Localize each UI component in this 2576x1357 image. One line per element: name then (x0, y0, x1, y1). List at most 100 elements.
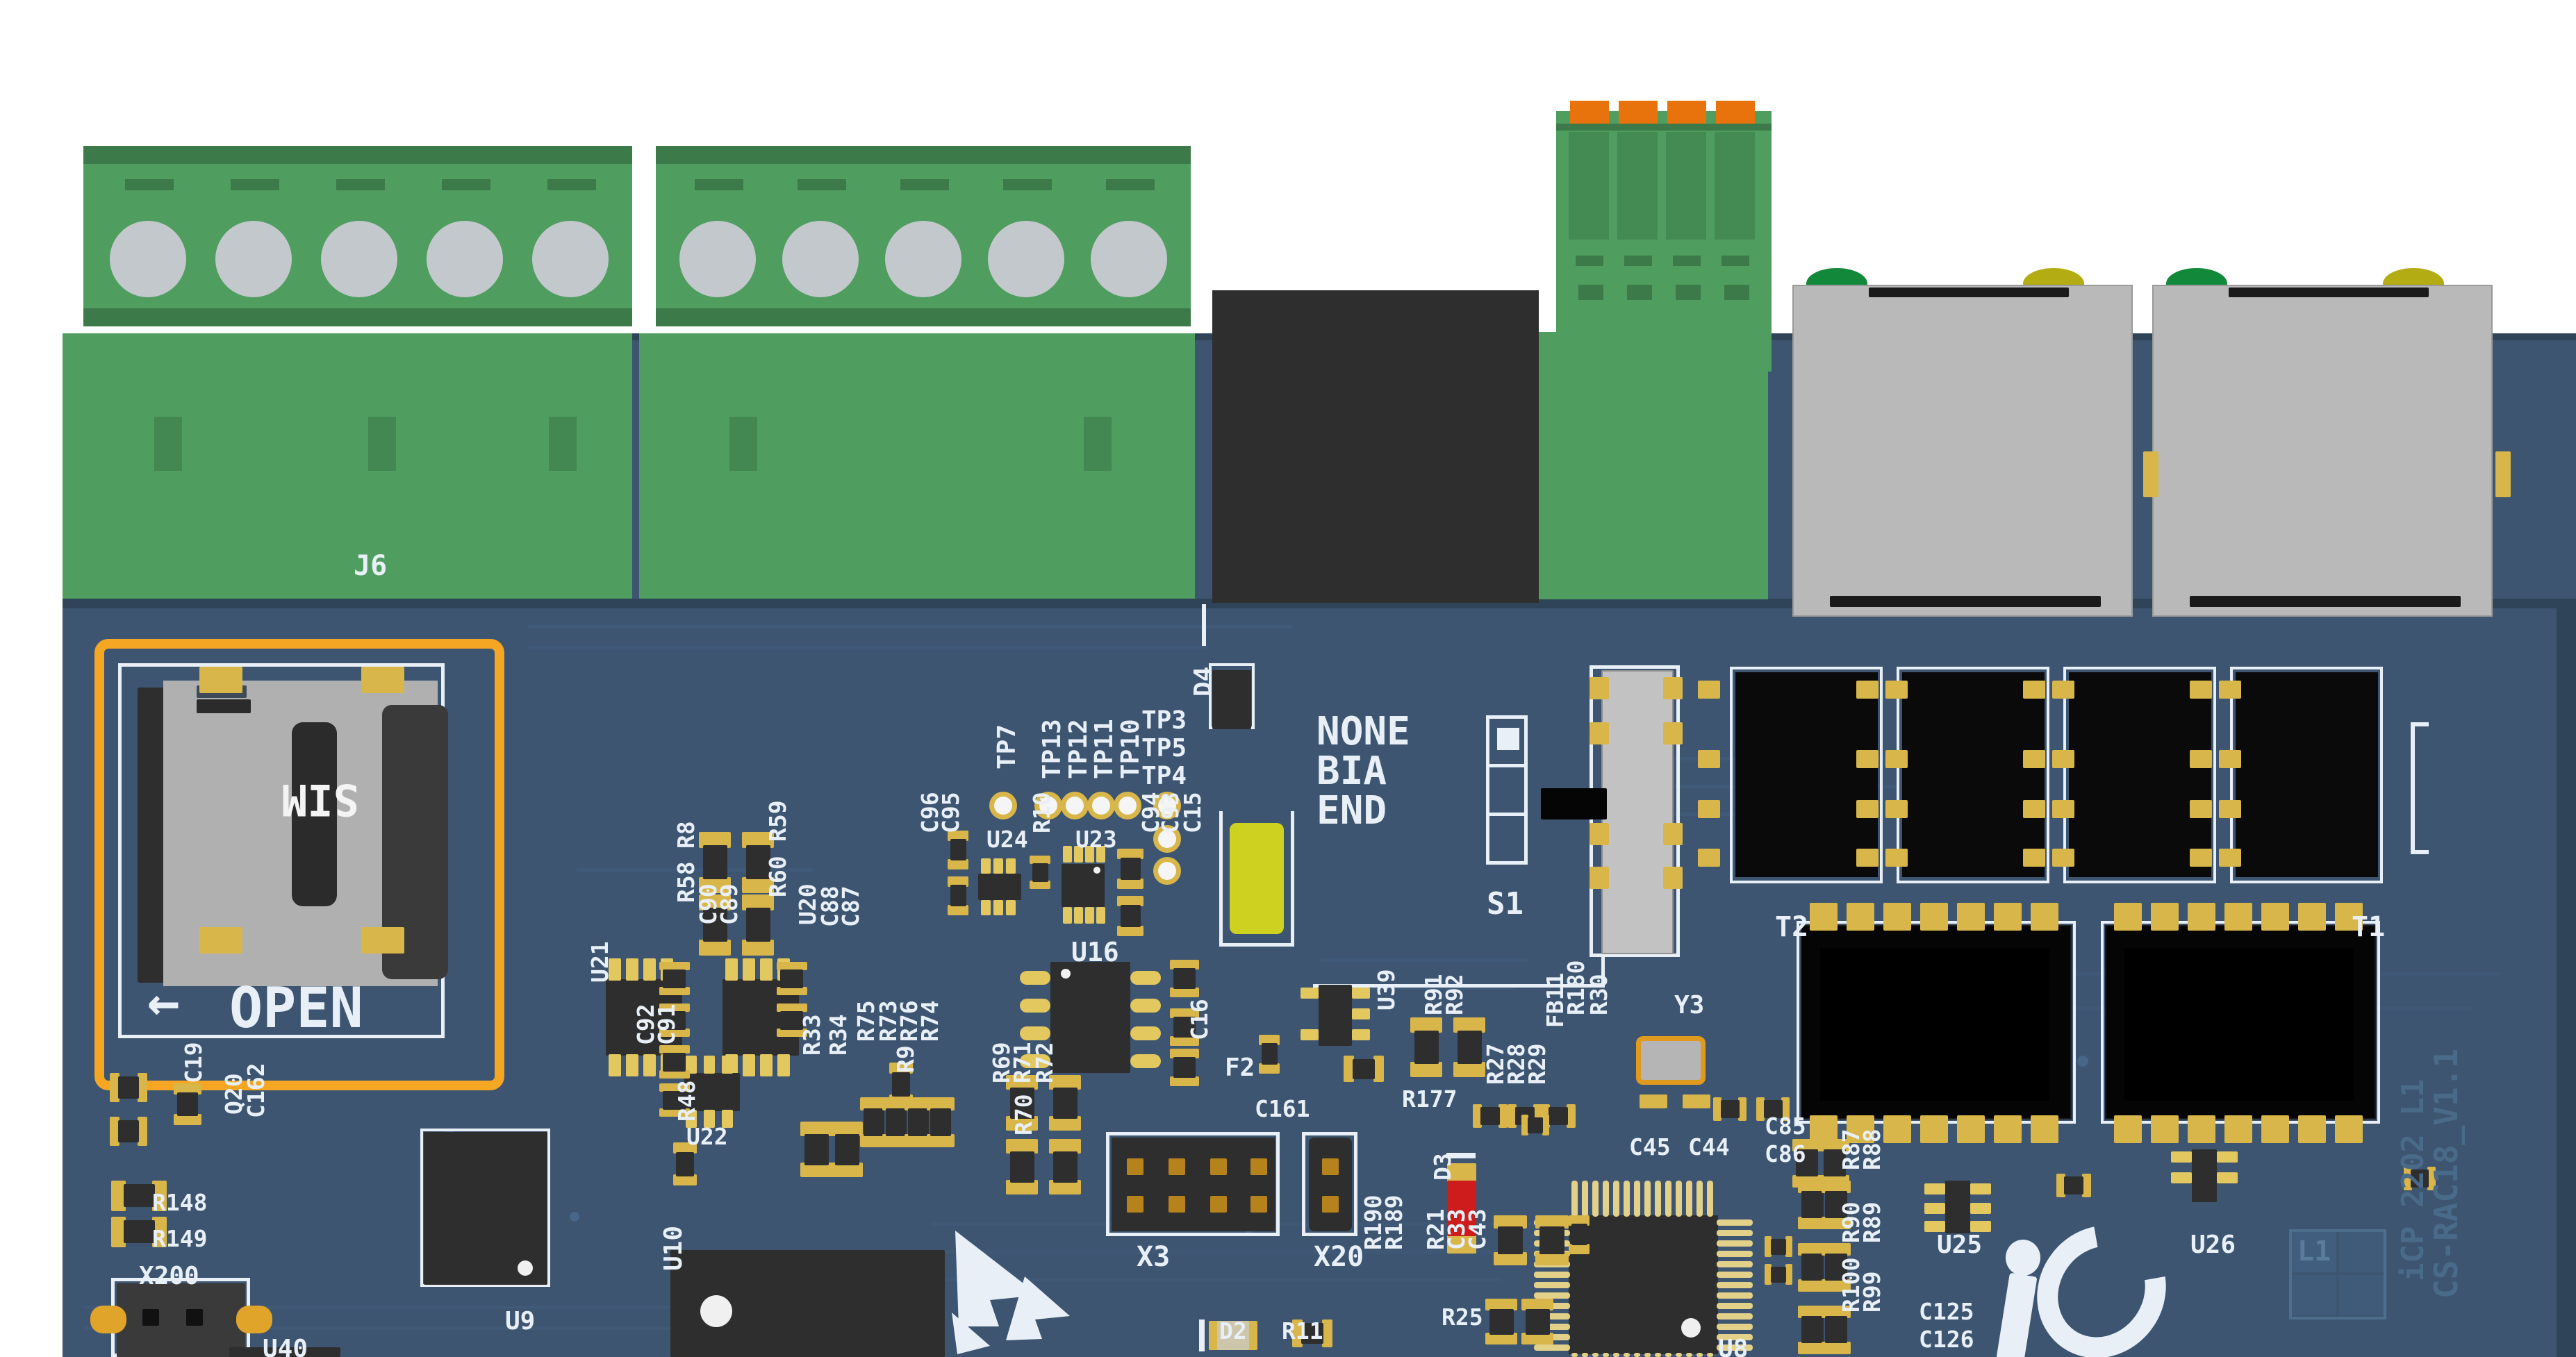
chip-pad (742, 894, 774, 910)
silk-label-r9: R9 (892, 1045, 919, 1073)
chip-body (930, 1108, 951, 1136)
qfp-pin (1707, 1181, 1713, 1217)
chip-pad (1453, 1017, 1485, 1033)
silk-label-r177: R177 (1402, 1085, 1458, 1113)
chip-pad (1170, 1049, 1199, 1058)
silk-label-fb11: FB11 (1542, 972, 1569, 1028)
chip-component (1756, 1097, 1790, 1121)
silk-label-r100: R100 (1838, 1257, 1865, 1313)
chip-pad (742, 940, 774, 956)
silk-label-x200: X200 (139, 1262, 199, 1290)
logo-dot (2006, 1240, 2040, 1276)
qfp-pin (1655, 1181, 1661, 1217)
silk-label-t1: T1 (2352, 911, 2386, 943)
chip-component (1117, 849, 1143, 889)
chip-component (1006, 1075, 1038, 1131)
chip-pad (1006, 1180, 1038, 1194)
qfp-pin (1696, 1181, 1703, 1217)
chip-pad (1322, 1319, 1332, 1347)
qfp-pin (1634, 1353, 1640, 1357)
chip-pad (673, 1174, 697, 1185)
qfp-pin (1717, 1240, 1753, 1247)
chip-body (1173, 1057, 1196, 1078)
chip-body (118, 1076, 139, 1099)
chip-pad (948, 905, 968, 915)
qfp-pin (1686, 1181, 1692, 1217)
chip-pad (138, 1073, 147, 1102)
chip-pad (1170, 988, 1199, 997)
chip-pad (1473, 1104, 1482, 1128)
chip-component (1798, 1243, 1827, 1292)
chip-component (1822, 1243, 1851, 1292)
chip-body (1825, 1316, 1847, 1343)
chip-component (1117, 896, 1143, 936)
chip-component (777, 962, 807, 995)
chip-pad (110, 1117, 119, 1146)
silk-label-: ← (147, 971, 180, 1033)
chip-pad (800, 1122, 832, 1136)
qfp-pin (1717, 1292, 1753, 1299)
silk-label-r149: R149 (152, 1225, 208, 1252)
chip-pad (174, 1114, 201, 1125)
chip-body (746, 908, 770, 942)
silk-label-r10: R10 (1028, 792, 1055, 833)
silk-label-c125: C125 (1919, 1298, 1974, 1325)
chip-pad (1498, 1104, 1508, 1128)
silk-label-c44: C44 (1688, 1133, 1730, 1160)
chip-pad (659, 1045, 690, 1054)
chip-pad (1494, 1252, 1527, 1265)
silk-tick (1202, 604, 1206, 646)
chip-pad (1170, 1008, 1199, 1018)
silk-label-c16: C16 (1186, 999, 1213, 1040)
logo-ring (2011, 1200, 2192, 1357)
silk-label-d4: D4 (1189, 666, 1218, 697)
chip-body (1526, 1309, 1550, 1335)
chip-body (1010, 1151, 1034, 1183)
chip-component (1259, 1035, 1280, 1074)
chip-pad (659, 1070, 690, 1079)
silk-label-c162: C162 (242, 1063, 270, 1118)
chip-body (1571, 1224, 1587, 1245)
chip-pad (1521, 1115, 1528, 1135)
chip-pad (659, 1108, 690, 1117)
chip-body (1771, 1267, 1786, 1283)
chip-component (699, 832, 731, 893)
silk-label-c126: C126 (1919, 1326, 1974, 1353)
chip-body (703, 908, 727, 942)
board-revision-line-1: CS-RAC18_V1.1 (2427, 1048, 2465, 1299)
silk-label-f2: F2 (1225, 1054, 1255, 1082)
silk-label-u26: U26 (2190, 1231, 2236, 1259)
qfp-pin (1644, 1181, 1651, 1217)
chip-pad (889, 1063, 913, 1074)
silk-label-r30: R30 (1585, 974, 1612, 1015)
chip-body (780, 1011, 803, 1030)
silk-label-j6: J6 (354, 550, 388, 582)
chip-body (780, 969, 803, 988)
chip-pad (659, 1083, 690, 1092)
qfp-pin (1603, 1181, 1609, 1217)
chip-pad (1049, 1180, 1081, 1194)
chip-pad (1822, 1181, 1851, 1193)
qfp-pin (1582, 1353, 1588, 1357)
chip-pad (1117, 926, 1143, 936)
chip-pad (1030, 856, 1050, 864)
chip-pad (110, 1073, 119, 1102)
chip-pad (927, 1134, 955, 1147)
esd-warning-symbol (952, 1222, 1118, 1357)
silk-label-none: NONE (1316, 709, 1410, 754)
chip-pad (777, 987, 807, 995)
silk-label-c95: C95 (937, 792, 964, 833)
chip-body (1173, 1017, 1196, 1038)
qfp-pin (1534, 1282, 1570, 1288)
chip-body (1173, 968, 1196, 989)
qfp-pin (1707, 1353, 1713, 1357)
chip-component (699, 894, 731, 956)
sim-card-slot[interactable]: SIM (104, 649, 493, 1080)
silk-label-r74: R74 (916, 1000, 943, 1042)
silk-label-tp5: TP5 (1141, 734, 1187, 763)
chip-component (673, 1142, 697, 1185)
silk-label-r25: R25 (1442, 1304, 1483, 1331)
chip-component (1713, 1097, 1747, 1121)
chip-pad (1798, 1342, 1827, 1354)
